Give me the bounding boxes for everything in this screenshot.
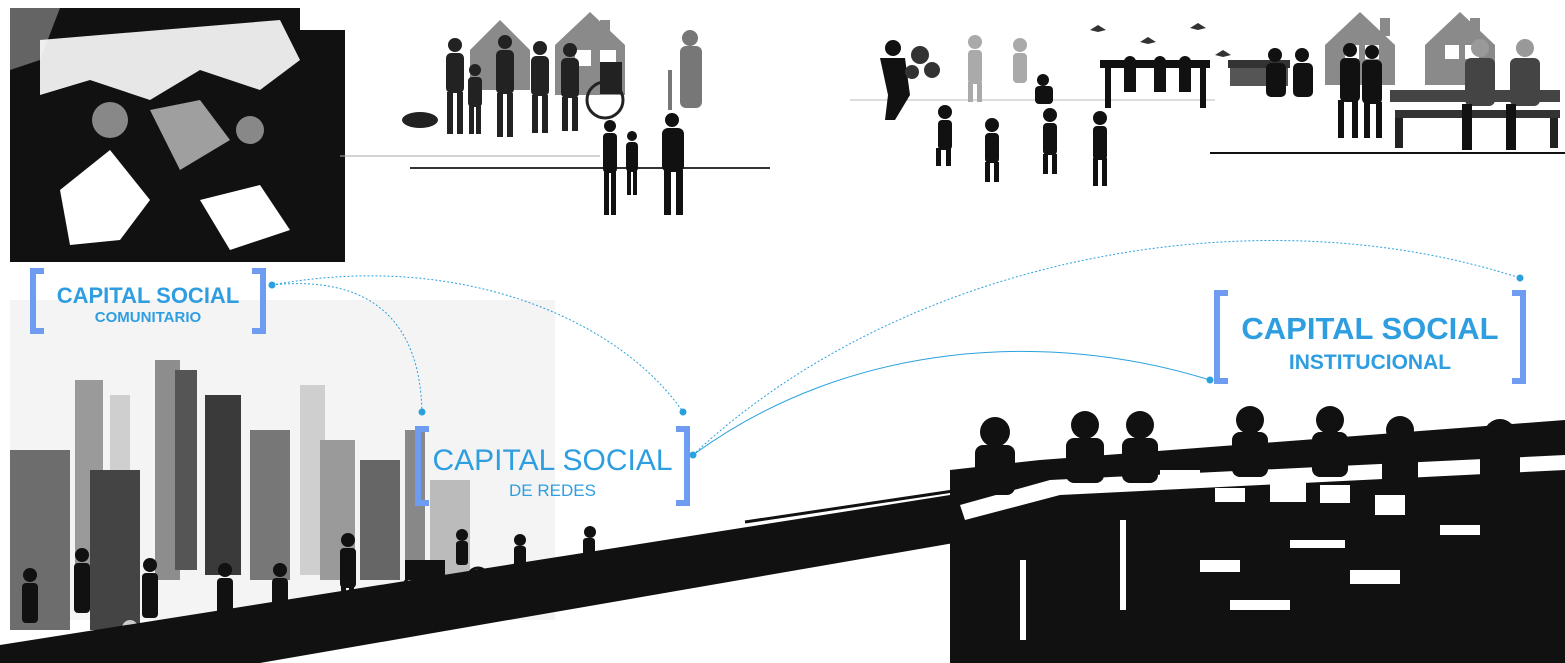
node-subtitle: COMUNITARIO: [94, 309, 202, 327]
connector-dot: [1516, 274, 1524, 282]
bicycle-silhouette: [0, 488, 1000, 663]
node-label: CAPITAL SOCIAL COMUNITARIO: [44, 284, 252, 326]
bracket-left: [415, 426, 429, 506]
children-silhouette: [850, 23, 1231, 186]
node-subtitle: INSTITUCIONAL: [1288, 350, 1452, 374]
connector-dot: [268, 281, 276, 289]
connector-dot: [418, 408, 426, 416]
connector-comunitario-redes-inner: [271, 283, 423, 413]
bracket-left: [1214, 290, 1228, 384]
node-label: CAPITAL SOCIAL DE REDES: [429, 445, 676, 499]
crowd-silhouette: [10, 8, 345, 262]
connector-redes-institucional-dotted: [692, 239, 1521, 456]
city-silhouette: [10, 300, 555, 663]
connector-layer: [268, 239, 1524, 459]
connector-dot: [689, 451, 697, 459]
bracket-right: [676, 426, 690, 506]
connector-redes-institucional-solid: [692, 350, 1211, 456]
node-title: CAPITAL SOCIAL: [56, 283, 240, 308]
node-title: CAPITAL SOCIAL: [432, 444, 673, 477]
node-label: CAPITAL SOCIAL INSTITUCIONAL: [1228, 311, 1512, 374]
bracket-right: [1512, 290, 1526, 384]
bench-silhouette: [1210, 12, 1565, 154]
meeting-silhouette: [950, 406, 1565, 663]
bracket-left: [30, 268, 44, 334]
connector-dot: [679, 408, 687, 416]
family-silhouette: [340, 12, 770, 215]
bracket-right: [252, 268, 266, 334]
node-subtitle: DE REDES: [509, 480, 596, 500]
node-title: CAPITAL SOCIAL: [1241, 311, 1499, 346]
connector-dot: [1206, 376, 1214, 384]
connector-comunitario-redes-outer: [271, 275, 684, 413]
